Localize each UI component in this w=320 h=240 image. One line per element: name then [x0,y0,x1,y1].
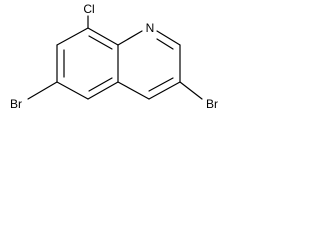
bond-n1-c2 [156,30,181,46]
quinoline-structure-diagram: Cl N Br Br [10,2,218,111]
bond-c5-c6 [56,81,89,100]
bond-c4a-c5 [87,81,119,100]
bond-c5-c4a-double [88,77,113,92]
bond-c6-br [27,81,58,100]
bond-c3-c4 [148,81,181,100]
chlorine-atom-label: Cl [83,2,94,16]
bond-c7-c8 [56,27,89,46]
bond-n1-c2-double [156,38,174,50]
bond-c3-br [179,81,203,100]
nitrogen-atom-label: N [146,21,155,35]
bond-c8a-n1 [117,30,143,46]
bond-c3-c4-double [148,77,174,92]
bond-c8-c8a [87,27,119,46]
bromine-right-atom-label: Br [206,97,218,111]
bond-c4-c4a [117,81,150,100]
bond-c8-c8a-double [88,35,113,50]
bromine-left-atom-label: Br [10,97,22,111]
